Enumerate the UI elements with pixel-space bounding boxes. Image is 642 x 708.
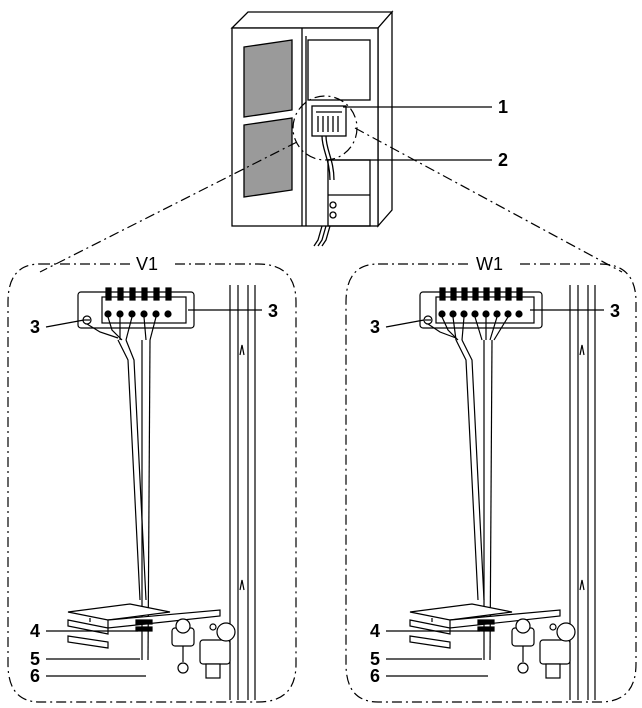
callout-leaders-top <box>330 106 492 161</box>
callout-5-left: 5 <box>30 649 40 669</box>
callout-6-left: 6 <box>30 666 40 686</box>
fan-grille-lower <box>243 117 293 198</box>
callout-3-right-a: 3 <box>370 317 380 337</box>
zoom-circle <box>292 95 358 161</box>
callout-3-left-b: 3 <box>268 301 278 321</box>
detail-panel-v1: V1 <box>7 254 297 703</box>
callout-6-right: 6 <box>370 666 380 686</box>
callout-4-right: 4 <box>370 621 380 641</box>
callout-3-right-b: 3 <box>610 301 620 321</box>
outdoor-unit <box>230 10 394 247</box>
callout-4-left: 4 <box>30 621 40 641</box>
panel-title-v1: V1 <box>136 254 158 274</box>
callout-3-left-a: 3 <box>30 317 40 337</box>
detail-panel-w1: W1 <box>345 254 637 703</box>
panel-title-w1: W1 <box>476 254 503 274</box>
callout-1: 1 <box>498 97 508 117</box>
callout-2: 2 <box>498 150 508 170</box>
fan-grille-upper <box>243 39 293 118</box>
callout-5-right: 5 <box>370 649 380 669</box>
zoom-lines <box>39 127 623 273</box>
